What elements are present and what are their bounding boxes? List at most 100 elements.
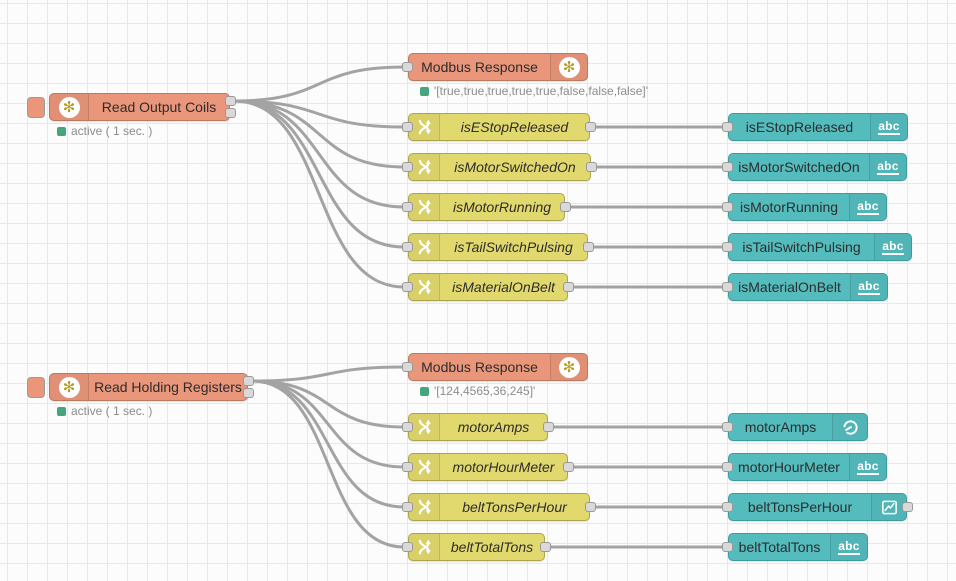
modbus-icon: ✻: [58, 96, 80, 118]
node-label: isMaterialOnBelt: [738, 279, 841, 295]
node-port[interactable]: [722, 542, 733, 552]
node-ch-motorHourMeter[interactable]: motorHourMeter: [408, 453, 568, 481]
node-ui-beltTonsPerHour[interactable]: beltTonsPerHour: [728, 493, 907, 521]
node-port[interactable]: [722, 202, 733, 212]
node-ch-isEStopReleased[interactable]: isEStopReleased: [408, 113, 590, 141]
chart-icon: [880, 498, 899, 517]
node-ch-isMaterialOnBelt[interactable]: isMaterialOnBelt: [408, 273, 568, 301]
wire[interactable]: [250, 379, 406, 429]
node-port[interactable]: [402, 202, 413, 212]
node-ui-motorAmps[interactable]: motorAmps: [728, 413, 868, 441]
wire[interactable]: [250, 379, 406, 469]
node-port[interactable]: [583, 242, 594, 252]
node-port[interactable]: [586, 162, 597, 172]
node-port[interactable]: [560, 202, 571, 212]
node-label: beltTonsPerHour: [462, 499, 567, 515]
node-port[interactable]: [225, 96, 236, 106]
node-ch-motorAmps[interactable]: motorAmps: [408, 413, 548, 441]
node-ch-beltTonsPerHour[interactable]: beltTonsPerHour: [408, 493, 590, 521]
node-status: '[true,true,true,true,true,false,false,f…: [420, 84, 648, 98]
node-port[interactable]: [402, 282, 413, 292]
read-holding-registers-button[interactable]: [27, 376, 45, 398]
modbus-icon: ✻: [558, 356, 580, 378]
node-port[interactable]: [722, 162, 733, 172]
icon-region: ✻: [50, 94, 89, 120]
node-read-holding-registers[interactable]: ✻Read Holding Registers: [49, 373, 248, 401]
node-ch-isMotorRunning[interactable]: isMotorRunning: [408, 193, 565, 221]
wire[interactable]: [250, 379, 406, 549]
icon-region: ✻: [550, 54, 587, 80]
node-port[interactable]: [722, 462, 733, 472]
node-port[interactable]: [402, 242, 413, 252]
node-ch-isTailSwitchPulsing[interactable]: isTailSwitchPulsing: [408, 233, 588, 261]
abc-icon: abc: [857, 198, 879, 215]
node-ch-isMotorSwitchedOn[interactable]: isMotorSwitchedOn: [408, 153, 591, 181]
icon-region: abc: [849, 454, 886, 480]
node-port[interactable]: [563, 462, 574, 472]
node-port[interactable]: [402, 462, 413, 472]
node-port[interactable]: [585, 502, 596, 512]
node-ch-beltTotalTons[interactable]: beltTotalTons: [408, 533, 545, 561]
node-status: active ( 1 sec. ): [57, 404, 152, 418]
read-output-coils-button[interactable]: [27, 96, 45, 118]
node-port[interactable]: [402, 122, 413, 132]
node-port[interactable]: [402, 542, 413, 552]
icon-region: [409, 234, 440, 260]
wire[interactable]: [232, 65, 406, 103]
wire[interactable]: [232, 99, 406, 129]
icon-region: [409, 274, 440, 300]
node-read-output-coils[interactable]: ✻ Read Output Coils: [49, 93, 230, 121]
wire[interactable]: [232, 99, 406, 169]
icon-region: [409, 114, 440, 140]
node-ui-isMaterialOnBelt[interactable]: isMaterialOnBelt abc: [728, 273, 888, 301]
node-label: Modbus Response: [421, 59, 538, 75]
node-port[interactable]: [902, 502, 913, 512]
wire[interactable]: [232, 99, 406, 249]
node-port[interactable]: [402, 62, 413, 72]
node-port[interactable]: [402, 162, 413, 172]
node-port[interactable]: [722, 502, 733, 512]
node-port[interactable]: [402, 422, 413, 432]
node-label: motorHourMeter: [452, 459, 555, 475]
node-port[interactable]: [402, 362, 413, 372]
status-dot-icon: [420, 86, 429, 96]
node-label: Read Output Coils: [101, 99, 217, 115]
node-modbus-response-bottom[interactable]: Modbus Response ✻: [408, 353, 588, 381]
shuffle-icon: [416, 238, 433, 256]
wire[interactable]: [232, 99, 406, 289]
icon-region: abc: [849, 194, 886, 220]
node-port[interactable]: [563, 282, 574, 292]
status-text: '[124,4565,36,245]': [434, 384, 536, 398]
abc-icon: abc: [882, 238, 904, 255]
node-port[interactable]: [543, 422, 554, 432]
node-port[interactable]: [243, 376, 254, 386]
wire[interactable]: [250, 365, 406, 383]
node-port[interactable]: [585, 122, 596, 132]
node-modbus-response-top[interactable]: Modbus Response ✻: [408, 53, 588, 81]
node-port[interactable]: [722, 422, 733, 432]
node-label: isMotorRunning: [452, 199, 552, 215]
wire[interactable]: [232, 99, 406, 209]
node-port[interactable]: [225, 108, 236, 118]
node-label: Modbus Response: [421, 359, 538, 375]
node-label: isMotorSwitchedOn: [738, 159, 860, 175]
node-label: isMaterialOnBelt: [452, 279, 555, 295]
node-port[interactable]: [402, 502, 413, 512]
node-port[interactable]: [243, 388, 254, 398]
node-port[interactable]: [722, 282, 733, 292]
icon-region: [409, 154, 440, 180]
status-text: active ( 1 sec. ): [71, 124, 153, 138]
node-port[interactable]: [722, 242, 733, 252]
node-port[interactable]: [722, 122, 733, 132]
abc-icon: abc: [858, 278, 880, 295]
node-port[interactable]: [540, 542, 551, 552]
wire[interactable]: [250, 379, 406, 509]
shuffle-icon: [416, 538, 433, 556]
